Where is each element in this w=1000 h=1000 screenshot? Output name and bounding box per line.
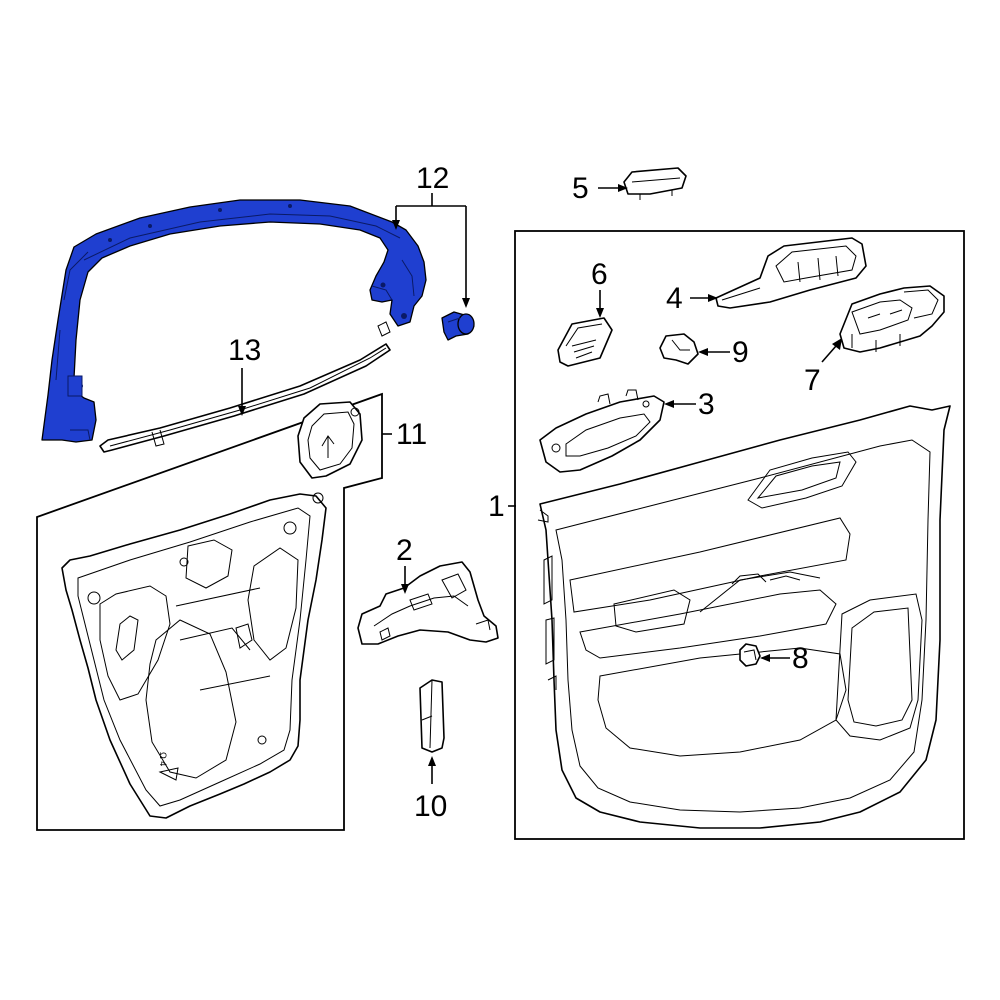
- access-cover-part[interactable]: [297, 401, 363, 479]
- callout-10: 10: [414, 790, 447, 823]
- callout-1: 1: [488, 490, 505, 523]
- push-pin-clip-part[interactable]: [441, 311, 475, 341]
- callout-11: 11: [396, 418, 427, 451]
- retainer-clip-part[interactable]: [739, 643, 761, 667]
- callout-8: 8: [792, 642, 809, 675]
- callout-5: 5: [572, 172, 589, 205]
- weatherstrip-seal-part[interactable]: [41, 199, 427, 443]
- trim-filler-part[interactable]: [419, 679, 445, 753]
- leader-lines: [238, 184, 842, 784]
- callout-2: 2: [396, 534, 413, 567]
- callout-12: 12: [416, 162, 449, 195]
- switch-connector-part[interactable]: [659, 333, 699, 365]
- trim-panel-group-box: [514, 230, 965, 840]
- door-trim-panel-part[interactable]: [537, 405, 951, 829]
- window-switch-part[interactable]: [839, 285, 945, 353]
- callout-13: 13: [228, 334, 261, 367]
- svg-text:Ω 4: Ω 4: [158, 752, 168, 766]
- lock-button-cap-part[interactable]: [623, 167, 687, 200]
- callout-4: 4: [666, 282, 683, 315]
- water-deflector-part[interactable]: Ω 4: [61, 492, 327, 819]
- belt-molding-part[interactable]: [99, 321, 391, 453]
- switch-bezel-part[interactable]: [715, 237, 867, 309]
- inside-handle-part[interactable]: [539, 389, 665, 473]
- callout-3: 3: [698, 388, 715, 421]
- handle-bracket-part[interactable]: [357, 561, 499, 645]
- mirror-switch-part[interactable]: [557, 317, 613, 367]
- callout-6: 6: [591, 258, 608, 291]
- callout-7: 7: [804, 364, 821, 397]
- callout-9: 9: [732, 336, 749, 369]
- deflector-group-box: [36, 392, 383, 831]
